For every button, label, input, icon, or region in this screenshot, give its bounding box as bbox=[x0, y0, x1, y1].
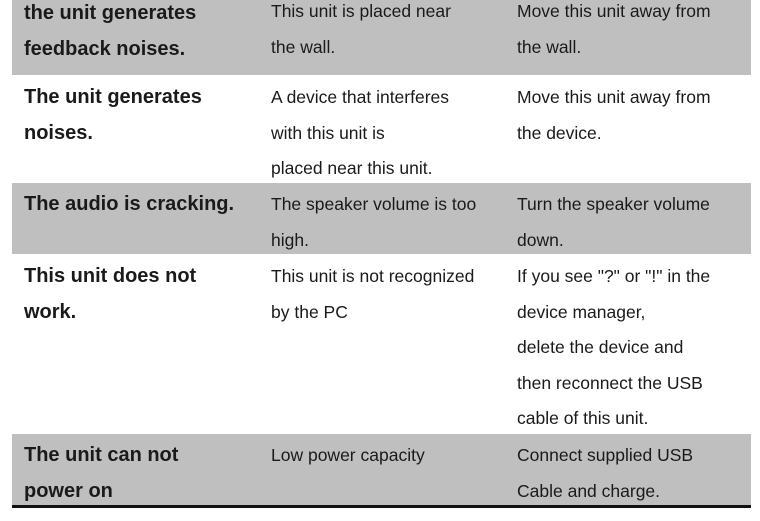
solution-text: Connect supplied USB bbox=[517, 445, 694, 465]
table-row: The unit generates noises. A device that… bbox=[12, 76, 751, 183]
problem-cell: The unit can not power on bbox=[12, 434, 269, 505]
cause-text: The speaker volume is too bbox=[271, 194, 477, 214]
solution-text: Move this unit away from bbox=[517, 87, 711, 107]
problem-text: power on bbox=[24, 479, 113, 502]
solution-text: Cable and charge. bbox=[517, 480, 661, 501]
solution-text: the wall. bbox=[517, 36, 582, 57]
solution-text: Move this unit away from bbox=[517, 1, 711, 21]
problem-text: The audio is cracking. bbox=[24, 193, 235, 215]
solution-text: device manager, bbox=[517, 301, 646, 322]
cause-text: placed near this unit. bbox=[271, 158, 433, 178]
cause-text: high. bbox=[271, 229, 309, 250]
solution-cell: Move this unit away from the wall. bbox=[516, 0, 751, 75]
solution-text: down. bbox=[517, 229, 564, 250]
table-row: This unit does not work. This unit is no… bbox=[12, 255, 751, 434]
cause-text: Low power capacity bbox=[271, 445, 425, 465]
table-row: The audio is cracking. The speaker volum… bbox=[12, 183, 751, 255]
cause-cell: A device that interferes with this unit … bbox=[269, 76, 516, 182]
problem-cell: The audio is cracking. bbox=[12, 183, 269, 254]
problem-cell: The unit generates noises. bbox=[12, 76, 269, 182]
problem-text: This unit does not bbox=[24, 265, 197, 287]
cause-cell: Low power capacity bbox=[269, 434, 516, 505]
solution-cell: Connect supplied USB Cable and charge. bbox=[516, 434, 751, 505]
solution-cell: If you see "?" or "!" in the device mana… bbox=[516, 255, 751, 433]
solution-text: delete the device and bbox=[517, 337, 684, 357]
problem-text: work. bbox=[24, 300, 77, 323]
solution-cell: Turn the speaker volume down. bbox=[516, 183, 751, 254]
cause-text: This unit is placed near bbox=[271, 1, 451, 21]
cause-text: the wall. bbox=[271, 36, 336, 57]
cause-cell: The speaker volume is too high. bbox=[269, 183, 516, 254]
cause-cell: This unit is not recognized by the PC bbox=[269, 255, 516, 433]
cause-text: A device that interferes bbox=[271, 87, 450, 107]
solution-text: Turn the speaker volume bbox=[517, 194, 710, 214]
cause-text: This unit is not recognized bbox=[271, 266, 475, 286]
troubleshooting-table: the unit generates feedback noises. This… bbox=[12, 0, 751, 506]
solution-text: If you see "?" or "!" in the bbox=[517, 266, 711, 286]
problem-text: the unit generates bbox=[24, 2, 197, 24]
solution-text: the device. bbox=[517, 122, 602, 143]
table-row: The unit can not power on Low power capa… bbox=[12, 434, 751, 506]
problem-cell: the unit generates feedback noises. bbox=[12, 0, 269, 75]
table-bottom-border bbox=[12, 505, 751, 508]
cause-text: by the PC bbox=[271, 301, 348, 322]
solution-text: cable of this unit. bbox=[517, 408, 649, 428]
problem-text: noises. bbox=[24, 121, 93, 144]
cause-cell: This unit is placed near the wall. bbox=[269, 0, 516, 75]
cause-text: with this unit is bbox=[271, 122, 385, 143]
problem-text: feedback noises. bbox=[24, 37, 186, 60]
solution-cell: Move this unit away from the device. bbox=[516, 76, 751, 182]
problem-text: The unit generates bbox=[24, 86, 202, 108]
solution-text: then reconnect the USB bbox=[517, 372, 703, 393]
table-row: the unit generates feedback noises. This… bbox=[12, 0, 751, 76]
problem-cell: This unit does not work. bbox=[12, 255, 269, 433]
problem-text: The unit can not bbox=[24, 444, 179, 466]
